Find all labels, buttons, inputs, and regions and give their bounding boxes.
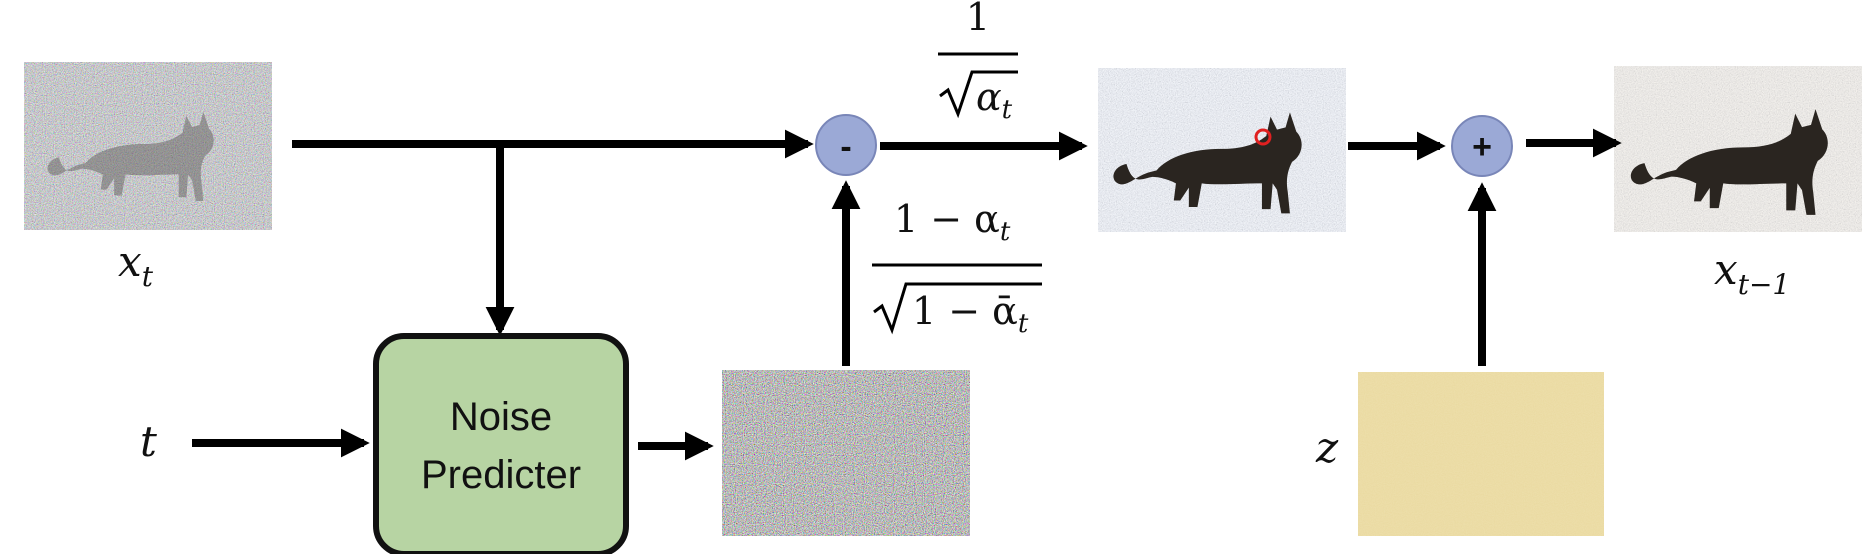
coefficient-noise-scale: 1 − αt 1 − ᾱt <box>872 197 1042 339</box>
denoised-intermediate-image <box>1098 68 1346 232</box>
svg-text:1 − ᾱt: 1 − ᾱt <box>912 289 1029 339</box>
svg-text:Noise: Noise <box>450 395 552 439</box>
minus-operator: - <box>815 114 877 176</box>
svg-text:αt: αt <box>976 75 1013 125</box>
svg-text:1 − αt: 1 − αt <box>894 197 1011 247</box>
arrows <box>192 128 1622 461</box>
output-image <box>1614 66 1862 232</box>
noisy-input-image <box>24 62 272 230</box>
random-noise-z-image <box>1358 372 1604 536</box>
label-x-t: xt <box>118 237 154 293</box>
label-z: z <box>1315 423 1339 472</box>
noise-predicter-box: Noise Predicter <box>373 333 629 554</box>
svg-text:-: - <box>840 128 851 166</box>
red-marker-icon <box>1254 128 1272 146</box>
label-x-t-minus-1: xt−1 <box>1714 245 1790 301</box>
coefficient-one-over-sqrt-alpha: 1 αt <box>938 0 1018 125</box>
svg-text:1: 1 <box>966 0 990 39</box>
plus-operator: + <box>1451 115 1513 177</box>
label-t: t <box>140 417 157 466</box>
svg-text:+: + <box>1472 128 1492 166</box>
svg-text:Predicter: Predicter <box>421 453 581 497</box>
predicted-noise-image <box>722 370 970 536</box>
